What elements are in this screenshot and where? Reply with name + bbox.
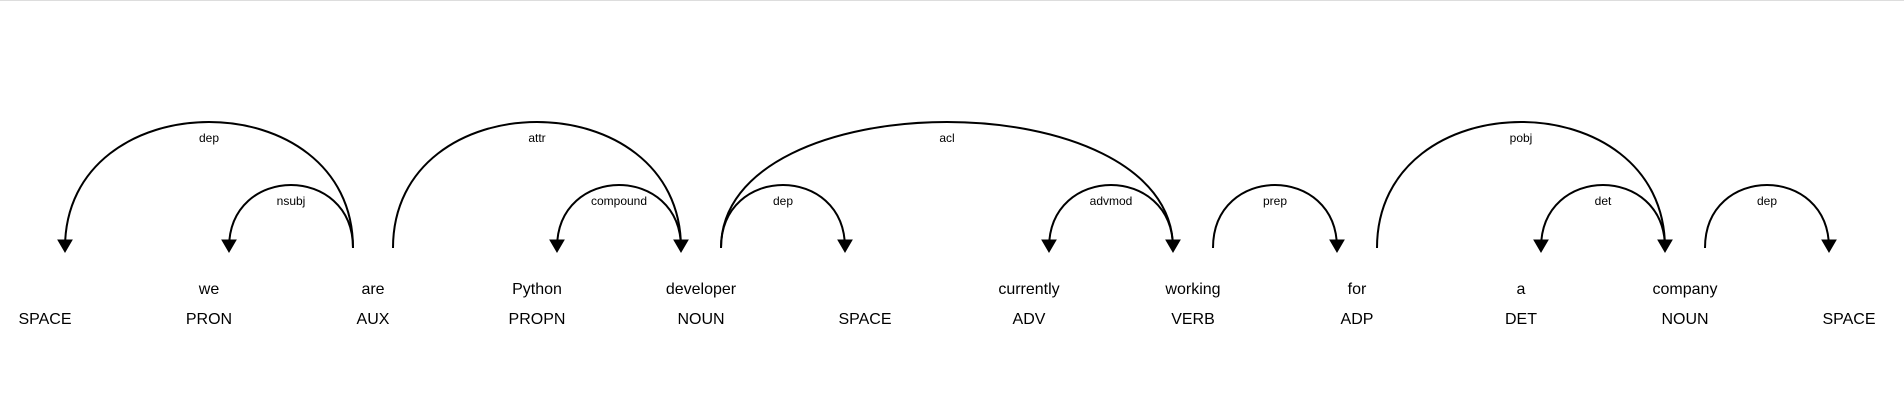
arc-curve <box>392 121 682 249</box>
dependency-arc: attr <box>392 121 689 253</box>
token-word: for <box>1348 281 1367 298</box>
arrowhead-icon <box>57 239 73 253</box>
token-word: Python <box>512 281 562 298</box>
token: SPACE <box>1822 311 1875 328</box>
dependency-arc: nsubj <box>221 184 354 253</box>
token-pos-tag: NOUN <box>1661 311 1708 328</box>
arrowhead-icon <box>1821 239 1837 253</box>
dependency-arc: dep <box>1704 184 1837 253</box>
arrowhead-icon <box>549 239 565 253</box>
arc-curve <box>720 121 1174 249</box>
token-pos-tag: PROPN <box>509 311 566 328</box>
token-pos-tag: ADP <box>1341 311 1374 328</box>
arrowhead-icon <box>1329 239 1345 253</box>
token-pos-tag: SPACE <box>18 311 71 328</box>
arc-curve <box>228 184 354 249</box>
dependency-arc: dep <box>57 121 354 253</box>
arc-curve <box>556 184 682 249</box>
arc-label: compound <box>591 194 647 208</box>
arcs-layer: dep nsubj attr compound acl dep advmod prep pobj… <box>57 121 1837 253</box>
arc-curve <box>1376 121 1666 249</box>
arc-label: attr <box>528 131 545 145</box>
arc-label: dep <box>199 131 219 145</box>
arrowhead-icon <box>1533 239 1549 253</box>
arc-label: nsubj <box>277 194 306 208</box>
token-word: company <box>1653 281 1718 298</box>
arc-curve <box>1540 184 1666 249</box>
dependency-arc: compound <box>549 184 682 253</box>
dependency-arc: advmod <box>1041 184 1174 253</box>
dependency-arc: det <box>1533 184 1666 253</box>
arc-label: prep <box>1263 194 1287 208</box>
arc-label: dep <box>1757 194 1777 208</box>
token-word: we <box>198 281 220 298</box>
token-pos-tag: NOUN <box>677 311 724 328</box>
token-word: a <box>1517 281 1526 298</box>
arc-curve <box>1704 184 1830 249</box>
token-pos-tag: PRON <box>186 311 232 328</box>
dependency-arc: pobj <box>1376 121 1673 253</box>
token-word: are <box>361 281 384 298</box>
token-word: currently <box>998 281 1059 298</box>
arrowhead-icon <box>837 239 853 253</box>
token-pos-tag: SPACE <box>1822 311 1875 328</box>
token: SPACE <box>18 311 71 328</box>
arc-curve <box>64 121 354 249</box>
arc-label: acl <box>939 131 954 145</box>
dependency-arc: prep <box>1212 184 1345 253</box>
arc-label: pobj <box>1510 131 1533 145</box>
arc-curve <box>720 184 846 249</box>
token-pos-tag: AUX <box>357 311 390 328</box>
token-word: working <box>1164 281 1220 298</box>
arc-curve <box>1212 184 1338 249</box>
arrowhead-icon <box>1041 239 1057 253</box>
arc-label: dep <box>773 194 793 208</box>
token-pos-tag: SPACE <box>838 311 891 328</box>
dependency-arc: acl <box>720 121 1181 253</box>
arc-curve <box>1048 184 1174 249</box>
token-pos-tag: ADV <box>1013 311 1046 328</box>
token-word: developer <box>666 281 737 298</box>
arrowhead-icon <box>221 239 237 253</box>
token: SPACE <box>838 311 891 328</box>
arc-label: advmod <box>1090 194 1133 208</box>
token-pos-tag: DET <box>1505 311 1537 328</box>
dependency-arc: dep <box>720 184 853 253</box>
arc-label: det <box>1595 194 1612 208</box>
token-pos-tag: VERB <box>1171 311 1215 328</box>
top-divider <box>0 0 1904 1</box>
